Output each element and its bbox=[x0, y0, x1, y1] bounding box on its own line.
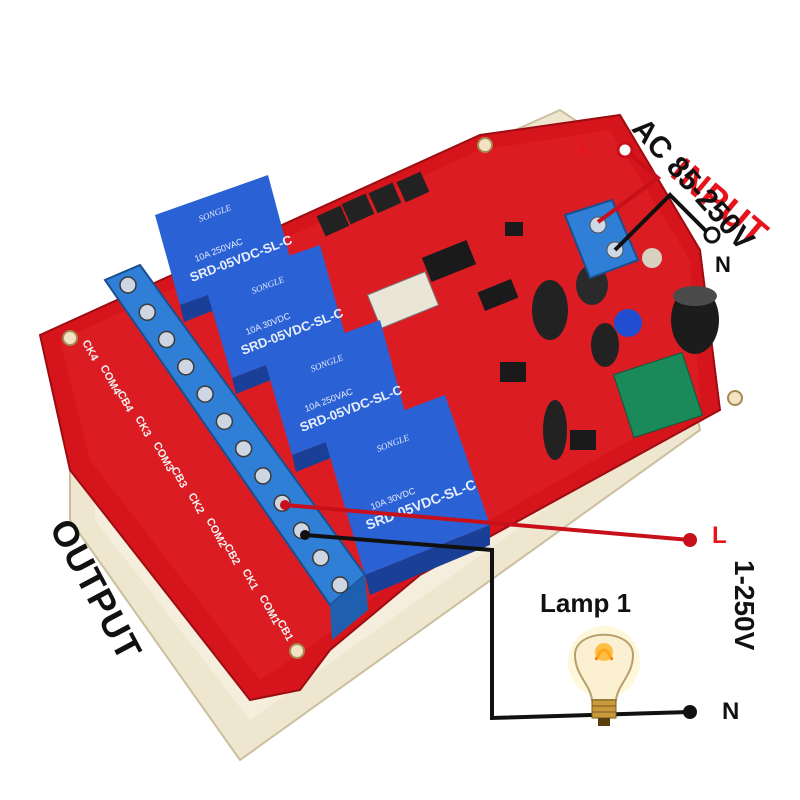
transformer bbox=[612, 351, 704, 439]
push-buttons bbox=[316, 171, 430, 237]
input-live-terminal-dot bbox=[616, 141, 634, 159]
input-terminal-block bbox=[563, 198, 640, 280]
terminal-screw bbox=[311, 548, 330, 567]
lamp-bulb-icon bbox=[568, 626, 640, 726]
terminal-screw bbox=[196, 385, 214, 403]
input-live-label: L bbox=[578, 133, 592, 158]
output-live-terminal-dot bbox=[683, 533, 697, 547]
output-neutral-terminal-dot bbox=[683, 705, 697, 719]
transistor bbox=[500, 362, 526, 382]
terminal-screw bbox=[157, 330, 176, 349]
terminal-screw bbox=[177, 358, 195, 376]
output-neutral-label: N bbox=[722, 698, 740, 725]
ic-chip bbox=[477, 278, 519, 312]
capacitors bbox=[532, 248, 719, 460]
output-terminal-strip bbox=[103, 263, 368, 640]
terminal-screws bbox=[119, 276, 349, 594]
output-voltage-label: 1-250V bbox=[729, 560, 760, 651]
relay-4 bbox=[325, 395, 490, 595]
ic-chip bbox=[421, 239, 477, 283]
output-live-wire bbox=[284, 503, 691, 542]
terminal-screw bbox=[215, 412, 234, 431]
terminal-screw bbox=[138, 303, 157, 322]
input-neutral-wire bbox=[613, 192, 712, 252]
transistor bbox=[570, 430, 596, 450]
output-live-label: L bbox=[712, 522, 727, 549]
mounting-hole bbox=[62, 330, 78, 346]
terminal-wire-junction bbox=[280, 500, 290, 510]
lamp-label: Lamp 1 bbox=[540, 588, 632, 618]
input-live-wire bbox=[596, 148, 662, 224]
mounting-hole bbox=[289, 643, 305, 659]
rf-module bbox=[366, 271, 440, 329]
terminal-screw bbox=[234, 439, 253, 458]
mounting-hole bbox=[727, 390, 743, 406]
terminal-screw bbox=[331, 576, 349, 594]
mounting-hole bbox=[477, 137, 493, 153]
transistor bbox=[505, 222, 523, 236]
terminal-wire-junction bbox=[300, 530, 310, 540]
output-neutral-wire bbox=[304, 533, 691, 721]
input-neutral-terminal-dot bbox=[703, 226, 721, 244]
terminal-screw bbox=[254, 467, 272, 485]
input-neutral-label: N bbox=[715, 252, 731, 277]
terminal-screw bbox=[119, 276, 137, 294]
